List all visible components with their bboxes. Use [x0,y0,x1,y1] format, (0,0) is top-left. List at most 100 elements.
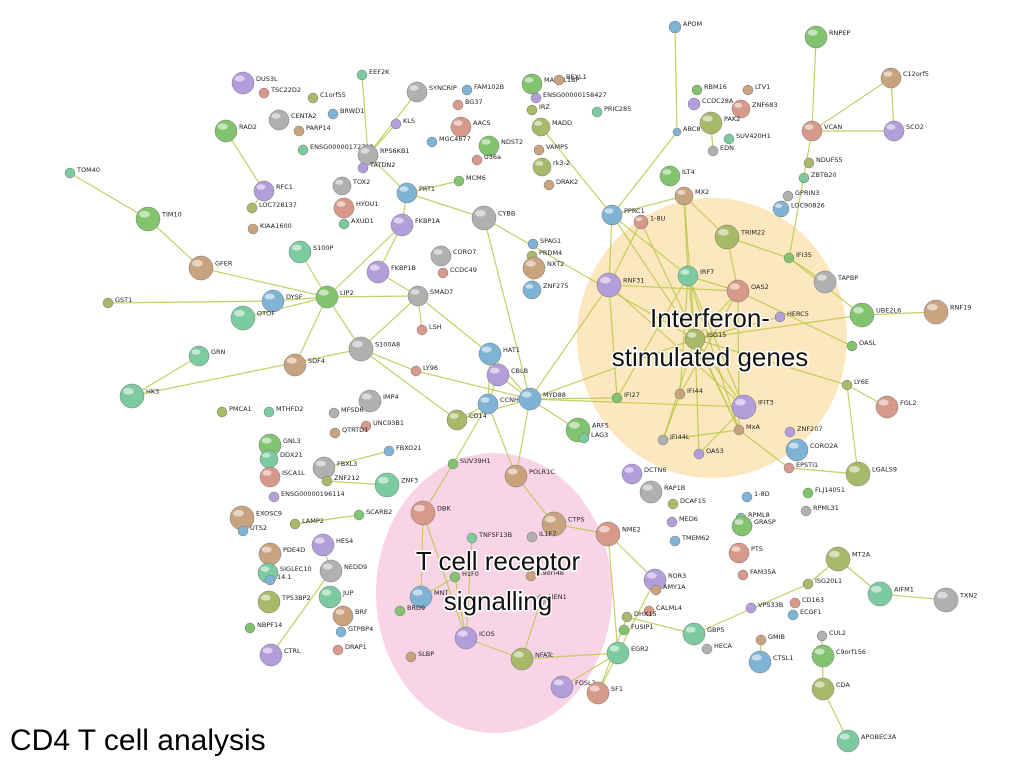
node-ball[interactable] [691,84,703,96]
node-ball[interactable] [259,643,283,667]
node-ball[interactable] [880,67,902,89]
node-znf212[interactable]: ZNF212 [321,474,359,487]
node-ball[interactable] [471,205,497,231]
node-rbm16[interactable]: RBM16 [691,83,727,96]
node-apom[interactable]: APOM [668,20,702,34]
node-gfer[interactable]: GFER [188,255,233,281]
node-ball[interactable] [327,108,339,120]
node-brwd1[interactable]: BRWD1 [327,107,364,120]
node-ball[interactable] [268,109,290,131]
node-gmib[interactable]: GMIB [755,633,785,646]
node-ltv1[interactable]: LTV1 [742,83,770,96]
node-ly6e[interactable]: LY6E [841,378,869,391]
node-ball[interactable] [410,365,422,377]
node-ndufs5[interactable]: NDUFS5 [803,156,843,169]
node-ball[interactable] [360,420,372,432]
node-jup[interactable]: JUP [318,585,354,609]
node-syncrip[interactable]: SYNCRIP [406,81,457,103]
node-uts2[interactable]: UTS2 [237,524,267,537]
node-ball[interactable] [119,383,145,409]
node-suv39h1[interactable]: SUV39H1 [447,457,491,470]
node-tim10[interactable]: TIM10 [135,206,182,232]
node-ball[interactable] [530,92,542,104]
node-ball[interactable] [214,119,238,143]
node-mfsd6[interactable]: MFSD6 [328,406,364,419]
node-ball[interactable] [693,448,705,460]
node-ifit3[interactable]: IFIT3 [731,394,774,420]
node-polr1c[interactable]: POLR1C [504,464,555,488]
node-apobec3a[interactable]: APOBEC3A [836,729,897,753]
node-ball[interactable] [416,324,428,336]
node-rnf19[interactable]: RNF19 [923,299,971,325]
node-ball[interactable] [452,99,464,111]
node-ball[interactable] [521,73,543,95]
node-ball[interactable] [268,491,280,503]
node-madd[interactable]: MADD [531,117,572,137]
node-ensg00000158427[interactable]: ENSG00000158427 [530,91,607,104]
node-ball[interactable] [606,641,630,665]
node-ball[interactable] [188,345,210,367]
node-ball[interactable] [813,270,837,294]
node-ball[interactable] [836,729,860,753]
node-ctrl[interactable]: CTRL [259,643,301,667]
node-ball[interactable] [535,594,547,606]
node-imp4[interactable]: IMP4 [358,389,399,413]
node-ball[interactable] [707,145,719,157]
node-ensg00000172782[interactable]: ENSG00000172782 [297,143,374,156]
node-ball[interactable] [321,475,333,487]
node-mthfd2[interactable]: MTHFD2 [263,405,303,418]
node-ball[interactable] [785,438,809,462]
node-cblb[interactable]: CBLB [486,363,528,387]
node-ball[interactable] [533,144,545,156]
node-ball[interactable] [522,256,546,280]
node-ball[interactable] [312,456,336,480]
node-isg20l1[interactable]: ISG20L1 [802,577,842,590]
node-ball[interactable] [332,644,344,656]
node-ilt4[interactable]: ILT4 [659,165,695,187]
node-ball[interactable] [772,200,790,218]
node-s100p[interactable]: S100P [288,240,334,264]
node-ball[interactable] [733,424,745,436]
node-exosc9[interactable]: EXOSC9 [229,505,282,531]
node-ball[interactable] [390,213,414,237]
node-drap1[interactable]: DRAP1 [332,643,367,656]
node-ball[interactable] [595,521,621,547]
node-c12orf5[interactable]: C12orf5 [880,67,929,89]
node-ball[interactable] [800,505,812,517]
node-ifi44l[interactable]: IFI44L [657,433,690,446]
node-gnl3[interactable]: GNL3 [258,433,301,457]
node-ball[interactable] [621,463,643,485]
node-ball[interactable] [801,120,823,142]
node-ball[interactable] [283,353,307,377]
node-ball[interactable] [550,675,574,699]
node-ball[interactable] [447,458,459,470]
node-zbtb20[interactable]: ZBTB20 [798,171,837,184]
node-ball[interactable] [669,535,681,547]
node-ctsl1[interactable]: CTSL1 [748,650,793,674]
node-1-8u[interactable]: 1-8U [633,215,666,230]
node-ball[interactable] [803,157,815,169]
node-fbxl3[interactable]: FBXL3 [312,456,357,480]
node-pric285[interactable]: PRIC285 [591,105,631,118]
node-nfatc[interactable]: NFATc [510,647,554,671]
node-rap1b[interactable]: RAP1B [639,480,685,504]
node-men1[interactable]: MEN1 [535,593,567,606]
node-hat1[interactable]: HAT1 [478,342,520,366]
node-ball[interactable] [466,532,478,544]
node-ball[interactable] [674,388,686,400]
node-lgals9[interactable]: LGALS9 [845,461,897,487]
node-ball[interactable] [335,626,347,638]
node-ball[interactable] [288,240,312,264]
node-ball[interactable] [526,104,538,116]
node-ball[interactable] [188,255,214,281]
node-ball[interactable] [263,406,275,418]
node-coro2a[interactable]: CORO2A [785,438,838,462]
node-ball[interactable] [64,167,76,179]
node-ball[interactable] [621,611,633,623]
node-prt1[interactable]: PRT1 [396,182,435,204]
node-ball[interactable] [933,587,959,613]
node-grasp[interactable]: GRASP [731,515,776,537]
node-ball[interactable] [804,25,828,49]
node-gbp5[interactable]: GBP5 [682,622,725,646]
node-ball[interactable] [461,84,473,96]
